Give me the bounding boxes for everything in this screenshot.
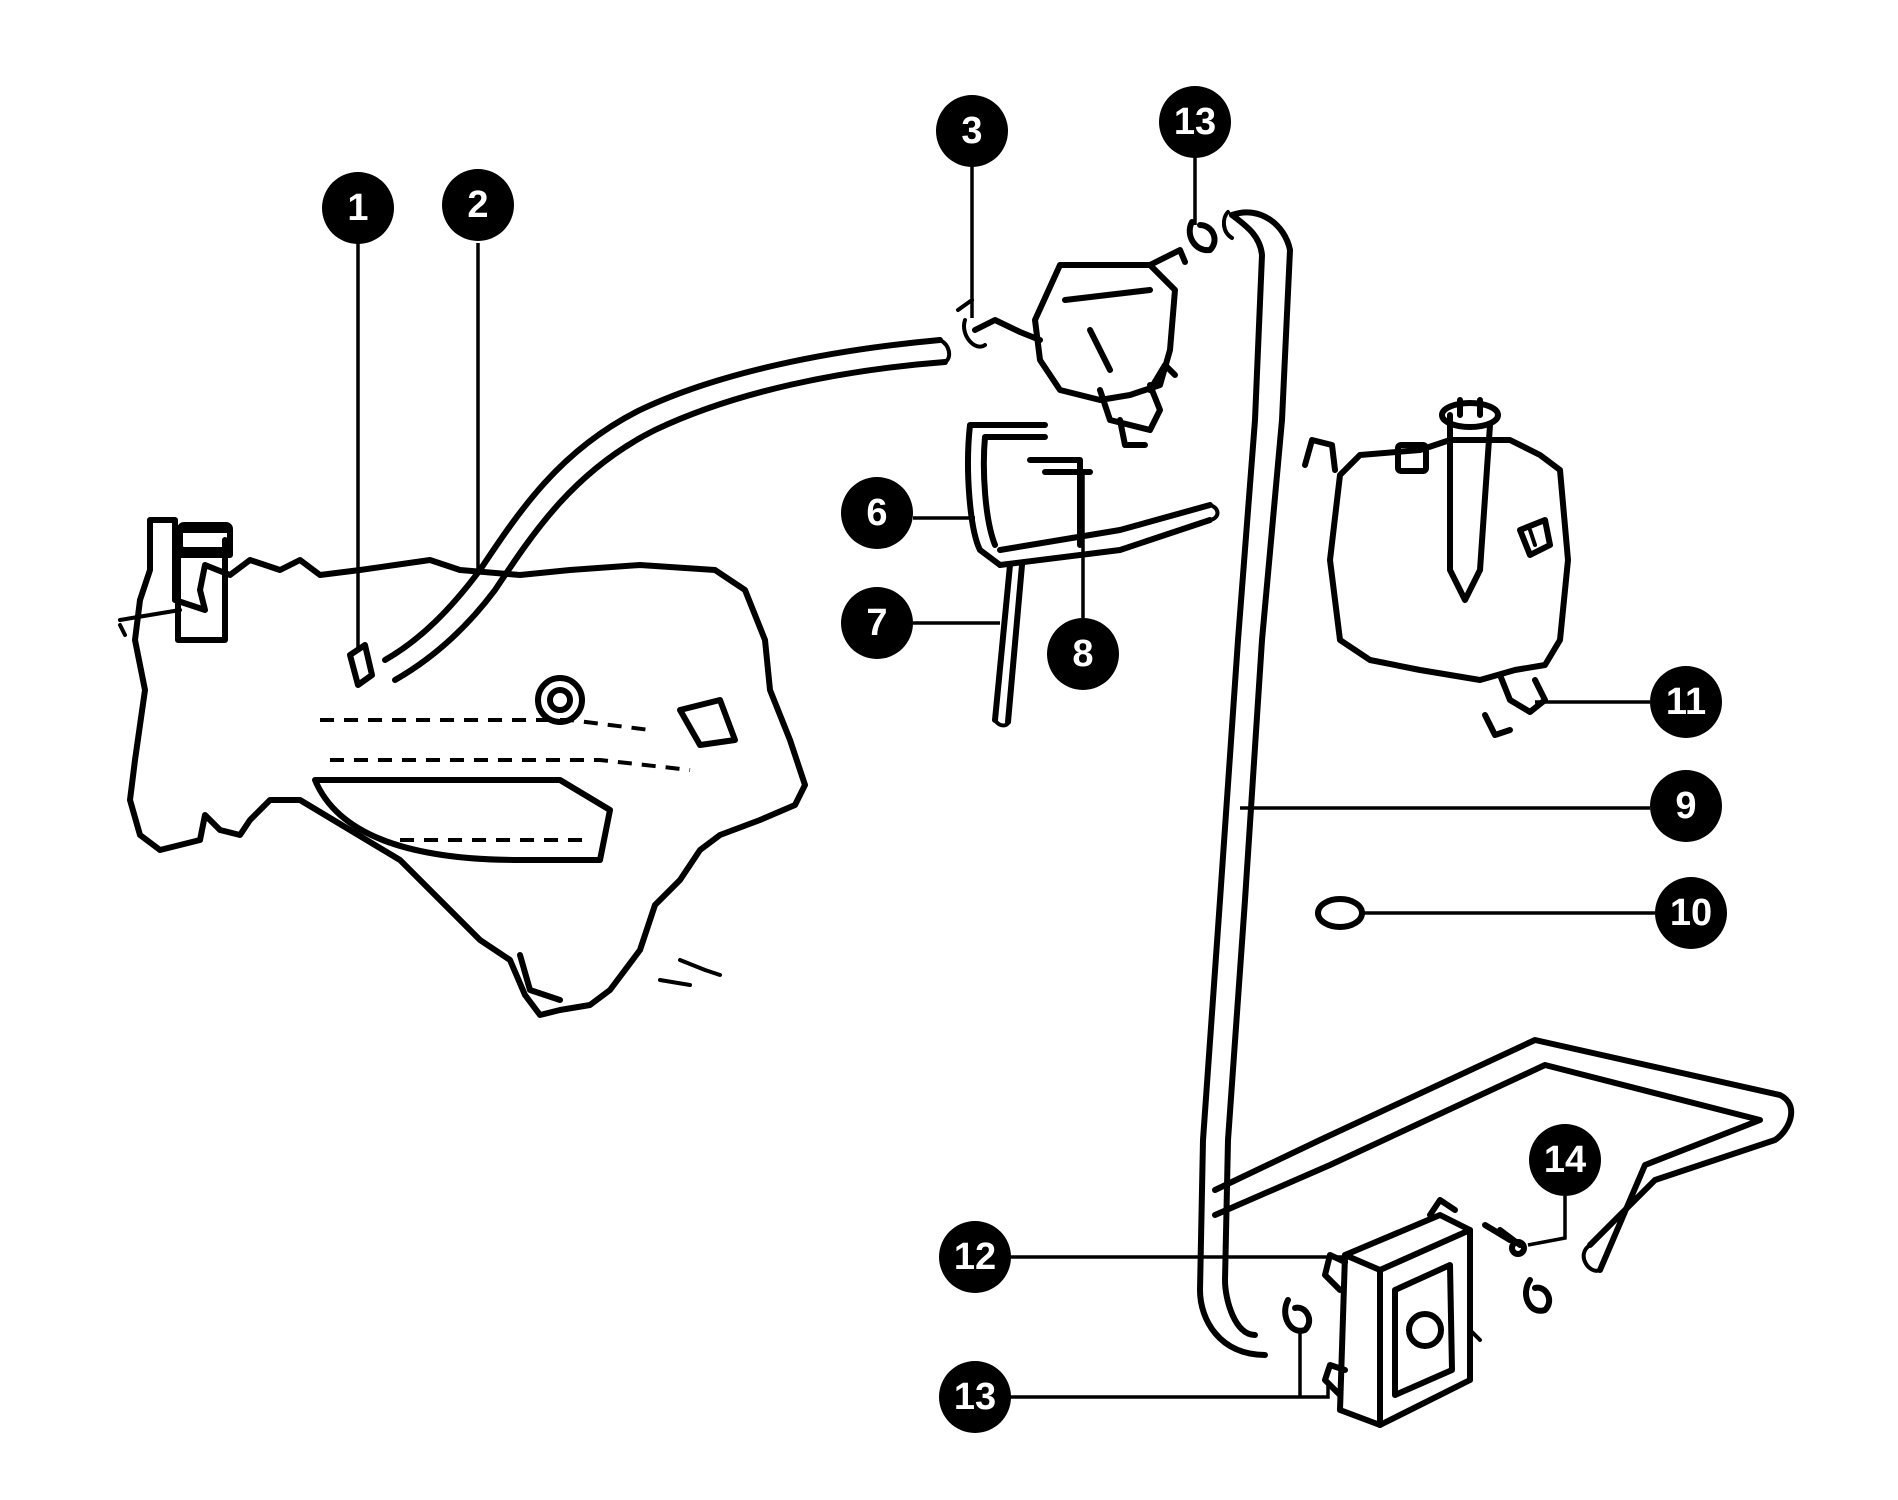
callout-10-label: 10 bbox=[1670, 892, 1712, 934]
callout-1: 1 bbox=[322, 172, 394, 244]
callout-2: 2 bbox=[442, 169, 514, 241]
callout-14-label: 14 bbox=[1544, 1139, 1586, 1181]
leader-14 bbox=[1527, 1196, 1567, 1247]
callout-11-label: 11 bbox=[1666, 681, 1706, 723]
callout-1-label: 1 bbox=[347, 187, 368, 229]
callout-3: 3 bbox=[936, 95, 1008, 167]
washer-reservoir-main bbox=[118, 517, 808, 1018]
callout-9-label: 9 bbox=[1675, 785, 1696, 827]
hose-part-2 bbox=[382, 337, 952, 683]
callout-2-label: 2 bbox=[467, 184, 488, 226]
screw-part-14 bbox=[1482, 1222, 1527, 1257]
clip-part-1 bbox=[347, 642, 375, 688]
leader-lines bbox=[356, 157, 1655, 1399]
callout-13-bottom-label: 13 bbox=[954, 1376, 996, 1418]
pump-assembly-lower bbox=[1322, 1197, 1482, 1428]
hose-part-9 bbox=[1197, 209, 1293, 1358]
pump-assembly-top bbox=[956, 247, 1188, 448]
return-hose bbox=[1212, 1037, 1795, 1273]
callout-8: 8 bbox=[1047, 618, 1119, 690]
leader-13-bottom bbox=[1010, 1332, 1330, 1399]
callout-12: 12 bbox=[939, 1221, 1011, 1293]
clamp-part-10 bbox=[1315, 896, 1365, 930]
callout-7-label: 7 bbox=[866, 602, 887, 644]
callout-13-top: 13 bbox=[1159, 86, 1231, 158]
callout-14: 14 bbox=[1529, 1124, 1601, 1196]
clip-part-13-top bbox=[1186, 219, 1218, 254]
callout-11: 11 bbox=[1650, 666, 1722, 738]
hose-bracket-parts-6-7-8 bbox=[965, 422, 1220, 728]
callout-10: 10 bbox=[1655, 877, 1727, 949]
callout-12-label: 12 bbox=[954, 1236, 996, 1278]
callout-6-label: 6 bbox=[866, 492, 887, 534]
callout-13-bottom: 13 bbox=[939, 1361, 1011, 1433]
clip-part-13-bottom bbox=[1282, 1277, 1553, 1334]
callout-8-label: 8 bbox=[1072, 633, 1093, 675]
callout-9: 9 bbox=[1650, 770, 1722, 842]
callout-13-top-label: 13 bbox=[1174, 101, 1216, 143]
callout-6: 6 bbox=[841, 477, 913, 549]
callout-7: 7 bbox=[841, 587, 913, 659]
callout-3-label: 3 bbox=[961, 110, 982, 152]
washer-reservoir-secondary bbox=[1302, 397, 1571, 738]
